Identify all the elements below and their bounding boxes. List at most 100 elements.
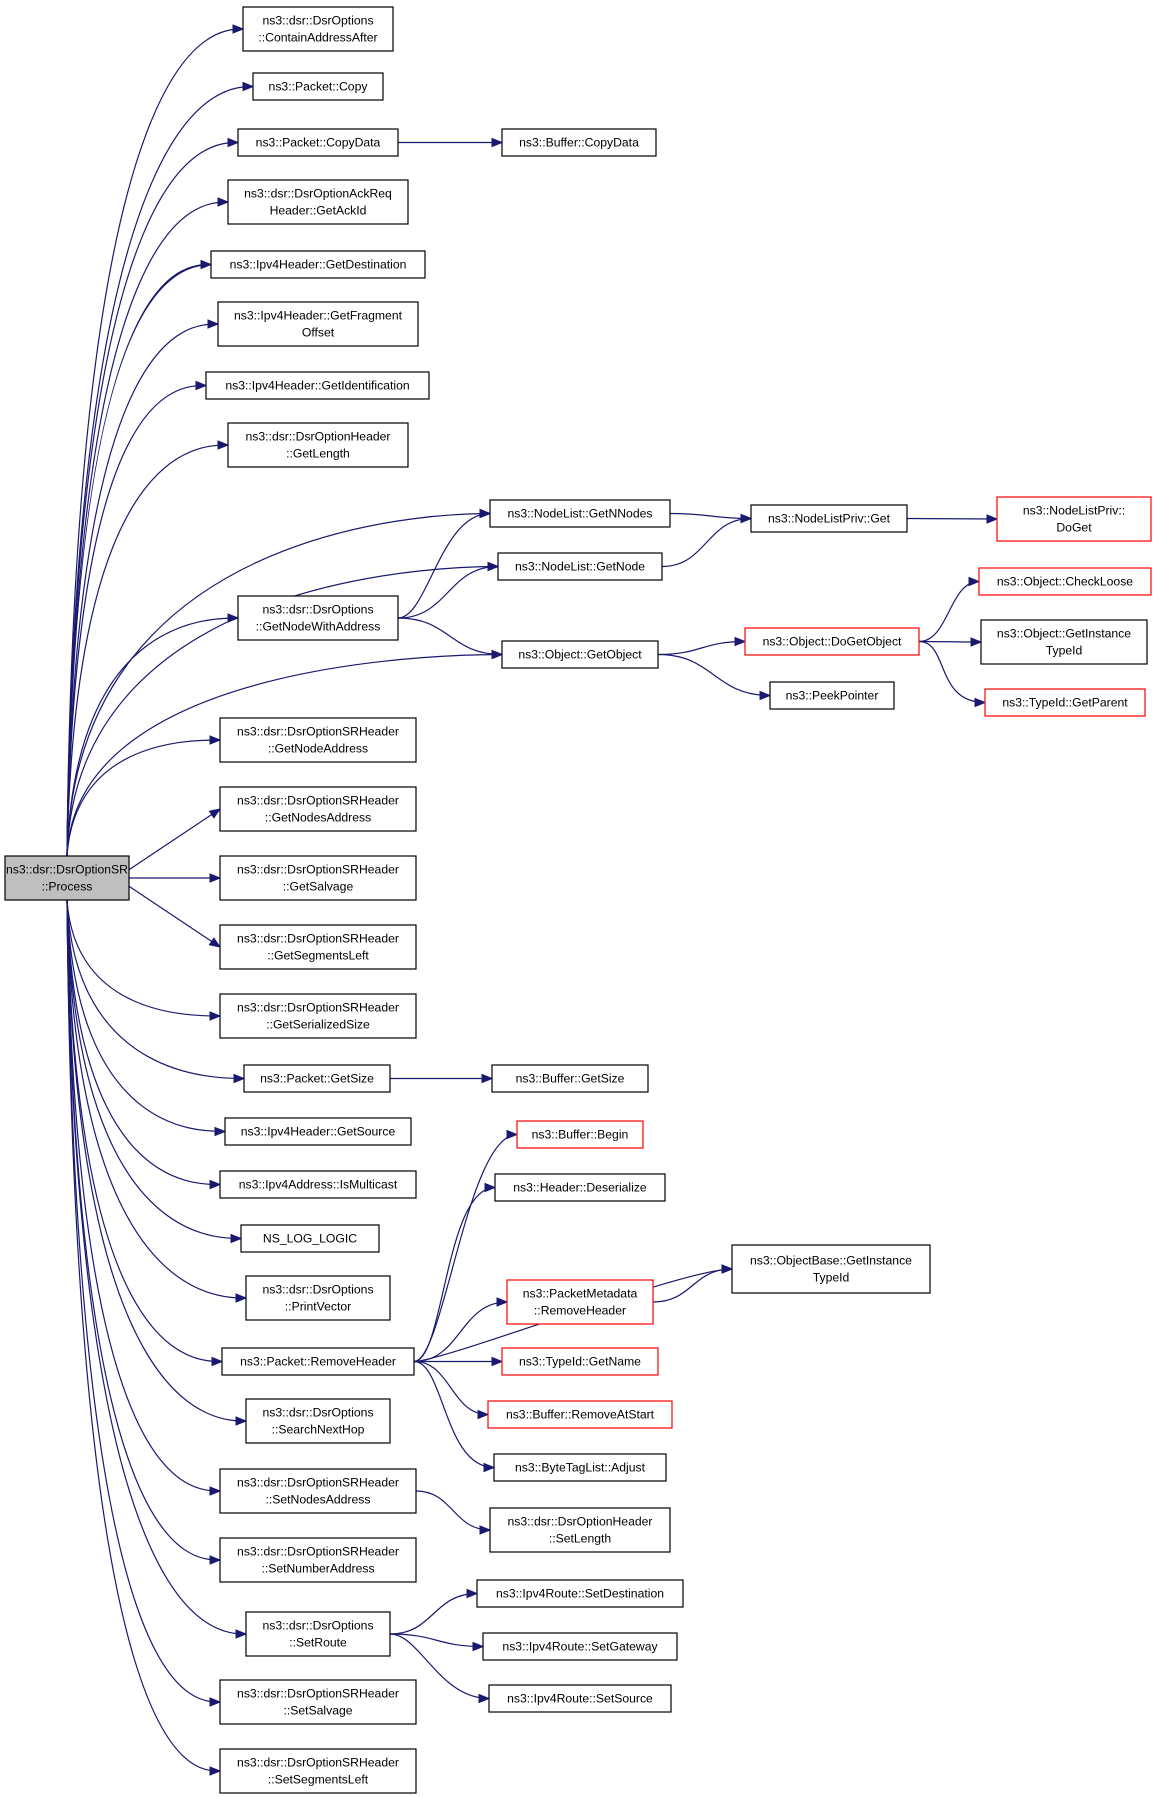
node-buffer-begin[interactable]: ns3::Buffer::Begin [516, 1120, 644, 1149]
edge-line [389, 1633, 484, 1648]
node-get-nodes-address[interactable]: ns3::dsr::DsrOptionSRHeader::GetNodesAdd… [219, 786, 417, 832]
node-label: ns3::dsr::DsrOptions [262, 1619, 373, 1633]
node-route-set-source[interactable]: ns3::Ipv4Route::SetSource [488, 1684, 672, 1713]
node-buffer-get-size[interactable]: ns3::Buffer::GetSize [491, 1064, 649, 1093]
node-search-next-hop[interactable]: ns3::dsr::DsrOptions::SearchNextHop [245, 1398, 391, 1444]
edge-root-to-packet-get-size [66, 899, 246, 1084]
node-get-node[interactable]: ns3::NodeList::GetNode [497, 552, 663, 581]
node-header-deserialize[interactable]: ns3::Header::Deserialize [494, 1173, 666, 1202]
edge-arrowhead [233, 1073, 246, 1084]
node-get-length[interactable]: ns3::dsr::DsrOptionHeader::GetLength [227, 422, 409, 468]
node-box [489, 499, 671, 528]
node-label: ::GetSalvage [283, 880, 354, 894]
node-node-list-priv-do-get[interactable]: ns3::NodeListPriv::DoGet [996, 496, 1152, 542]
edge-line [413, 1360, 489, 1416]
edge-line [66, 201, 229, 857]
edge-node-list-priv-get-to-node-list-priv-do-get [906, 514, 999, 524]
node-route-set-gateway[interactable]: ns3::Ipv4Route::SetGateway [482, 1632, 678, 1661]
edge-arrowhead [968, 576, 981, 587]
node-box [493, 1453, 667, 1482]
node-get-node-with-address[interactable]: ns3::dsr::DsrOptions::GetNodeWithAddress [237, 595, 399, 641]
edge-line [413, 1186, 496, 1363]
node-route-set-destination[interactable]: ns3::Ipv4Route::SetDestination [476, 1579, 684, 1608]
node-get-node-address[interactable]: ns3::dsr::DsrOptionSRHeader::GetNodeAddr… [219, 717, 417, 763]
node-packet-remove-header[interactable]: ns3::Packet::RemoveHeader [221, 1347, 415, 1376]
node-get-segments-left[interactable]: ns3::dsr::DsrOptionSRHeader::GetSegments… [219, 924, 417, 970]
node-get-identification[interactable]: ns3::Ipv4Header::GetIdentification [205, 371, 430, 400]
node-box [205, 371, 430, 400]
node-get-source[interactable]: ns3::Ipv4Header::GetSource [224, 1117, 412, 1146]
node-packet-metadata-remove-header[interactable]: ns3::PacketMetadata::RemoveHeader [506, 1279, 654, 1325]
node-box [744, 627, 920, 656]
node-get-serialized-size[interactable]: ns3::dsr::DsrOptionSRHeader::GetSerializ… [219, 993, 417, 1039]
node-print-vector[interactable]: ns3::dsr::DsrOptions::PrintVector [245, 1275, 391, 1321]
node-get-ack-id[interactable]: ns3::dsr::DsrOptionAckReqHeader::GetAckI… [227, 179, 409, 225]
node-is-multicast[interactable]: ns3::Ipv4Address::IsMulticast [219, 1170, 417, 1199]
node-box [242, 6, 394, 52]
edge-arrowhead [477, 1409, 490, 1420]
edge-arrowhead [491, 1356, 504, 1367]
node-box [996, 496, 1152, 542]
node-label: ns3::Header::Deserialize [513, 1181, 647, 1195]
node-label: ::SetSalvage [283, 1704, 352, 1718]
node-label: ns3::dsr::DsrOptionSRHeader [237, 794, 399, 808]
edge-get-node-with-address-to-get-node [397, 561, 500, 619]
edge-root-to-packet-copy-data [66, 137, 240, 857]
edge-line [661, 517, 752, 568]
edge-root-to-get-serialized-size [66, 899, 222, 1021]
node-ns-log-logic[interactable]: NS_LOG_LOGIC [240, 1224, 380, 1253]
node-get-destination[interactable]: ns3::Ipv4Header::GetDestination [210, 250, 426, 279]
node-contain-address-after[interactable]: ns3::dsr::DsrOptions::ContainAddressAfte… [242, 6, 394, 52]
node-root[interactable]: ns3::dsr::DsrOptionSR::Process [4, 855, 130, 901]
node-label: ns3::dsr::DsrOptionSRHeader [237, 863, 399, 877]
node-label: ns3::Object::GetInstance [997, 627, 1131, 641]
edge-packet-remove-header-to-packet-metadata-remove-header [413, 1297, 509, 1363]
node-get-nnodes[interactable]: ns3::NodeList::GetNNodes [489, 499, 671, 528]
node-check-loose[interactable]: ns3::Object::CheckLoose [978, 567, 1152, 596]
node-type-id-get-name[interactable]: ns3::TypeId::GetName [501, 1347, 659, 1376]
node-label: ::SearchNextHop [272, 1423, 365, 1437]
node-packet-copy-data[interactable]: ns3::Packet::CopyData [237, 128, 399, 157]
node-get-object[interactable]: ns3::Object::GetObject [501, 640, 659, 669]
node-do-get-object[interactable]: ns3::Object::DoGetObject [744, 627, 920, 656]
edge-packet-remove-header-to-buffer-remove-at-start [413, 1360, 490, 1420]
node-set-segments-left[interactable]: ns3::dsr::DsrOptionSRHeader::SetSegments… [219, 1748, 417, 1794]
node-box [219, 786, 417, 832]
node-type-id-get-parent[interactable]: ns3::TypeId::GetParent [984, 688, 1146, 717]
node-byte-tag-list-adjust[interactable]: ns3::ByteTagList::Adjust [493, 1453, 667, 1482]
node-node-list-priv-get[interactable]: ns3::NodeListPriv::Get [750, 504, 908, 533]
edge-arrowhead [734, 636, 747, 647]
node-get-salvage[interactable]: ns3::dsr::DsrOptionSRHeader::GetSalvage [219, 855, 417, 901]
edge-get-nnodes-to-node-list-priv-get [669, 512, 753, 524]
node-packet-get-size[interactable]: ns3::Packet::GetSize [243, 1064, 391, 1093]
node-label: ::GetSerializedSize [266, 1018, 370, 1032]
edge-arrowhead [209, 1486, 222, 1496]
node-header-set-length[interactable]: ns3::dsr::DsrOptionHeader::SetLength [489, 1507, 671, 1553]
edge-arrowhead [209, 1555, 222, 1565]
node-label: ns3::dsr::DsrOptionSRHeader [237, 1687, 399, 1701]
node-label: ns3::dsr::DsrOptionSRHeader [237, 1476, 399, 1490]
node-buffer-remove-at-start[interactable]: ns3::Buffer::RemoveAtStart [487, 1400, 673, 1429]
node-label: ::SetNodesAddress [265, 1493, 370, 1507]
node-set-number-address[interactable]: ns3::dsr::DsrOptionSRHeader::SetNumberAd… [219, 1537, 417, 1583]
node-label: ns3::dsr::DsrOptions [262, 14, 373, 28]
edge-root-to-set-nodes-address [66, 899, 222, 1496]
node-set-nodes-address[interactable]: ns3::dsr::DsrOptionSRHeader::SetNodesAdd… [219, 1468, 417, 1514]
edge-arrowhead [472, 1641, 485, 1652]
node-packet-copy[interactable]: ns3::Packet::Copy [252, 72, 384, 101]
node-label: ns3::dsr::DsrOptionSRHeader [237, 1545, 399, 1559]
node-label: ns3::Packet::CopyData [256, 136, 381, 150]
node-box [750, 504, 908, 533]
node-box [219, 993, 417, 1039]
node-peek-pointer[interactable]: ns3::PeekPointer [769, 681, 895, 710]
edge-line [413, 1301, 508, 1363]
node-label: ns3::Buffer::RemoveAtStart [506, 1408, 655, 1422]
node-buffer-copy-data[interactable]: ns3::Buffer::CopyData [501, 128, 657, 157]
node-box [487, 1400, 673, 1429]
node-set-route[interactable]: ns3::dsr::DsrOptions::SetRoute [245, 1611, 391, 1657]
node-set-salvage[interactable]: ns3::dsr::DsrOptionSRHeader::SetSalvage [219, 1679, 417, 1725]
edge-packet-remove-header-to-header-deserialize [413, 1182, 497, 1363]
